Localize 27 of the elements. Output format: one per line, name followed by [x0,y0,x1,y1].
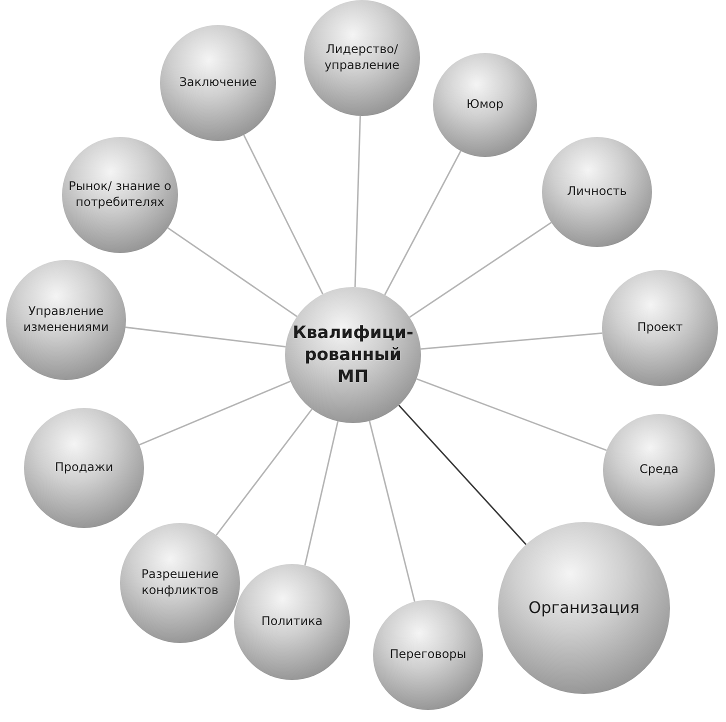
node-label: Заключение [178,75,258,91]
connector-line [409,222,552,318]
connector-line [354,116,361,288]
connector-line [398,404,527,545]
node-label: Управление изменениями [22,304,110,336]
connector-line [304,421,339,566]
connector-line [167,227,298,318]
node-label: Юмор [466,97,504,113]
connector-line [368,420,416,602]
connector-line [125,326,286,348]
node-label: Организация [527,598,641,618]
node-label: Личность [566,184,628,200]
node-label: Среда [638,462,680,478]
node-label: Проект [636,320,684,336]
node-label: Разрешение конфликтов [140,567,220,599]
node-label: Переговоры [388,647,468,663]
node-label: Квалифици- рованный МП [292,322,414,388]
connector-line [384,150,462,296]
node-label: Лидерство/ управление [323,42,401,74]
connector-line [420,332,602,350]
connector-line [216,408,312,536]
node-label: Рынок/ знание о потребителях [68,179,172,211]
connector-line [139,380,291,446]
node-label: Продажи [54,460,114,476]
node-label: Политика [260,614,324,630]
connector-line [243,134,324,294]
connector-line [416,378,607,451]
